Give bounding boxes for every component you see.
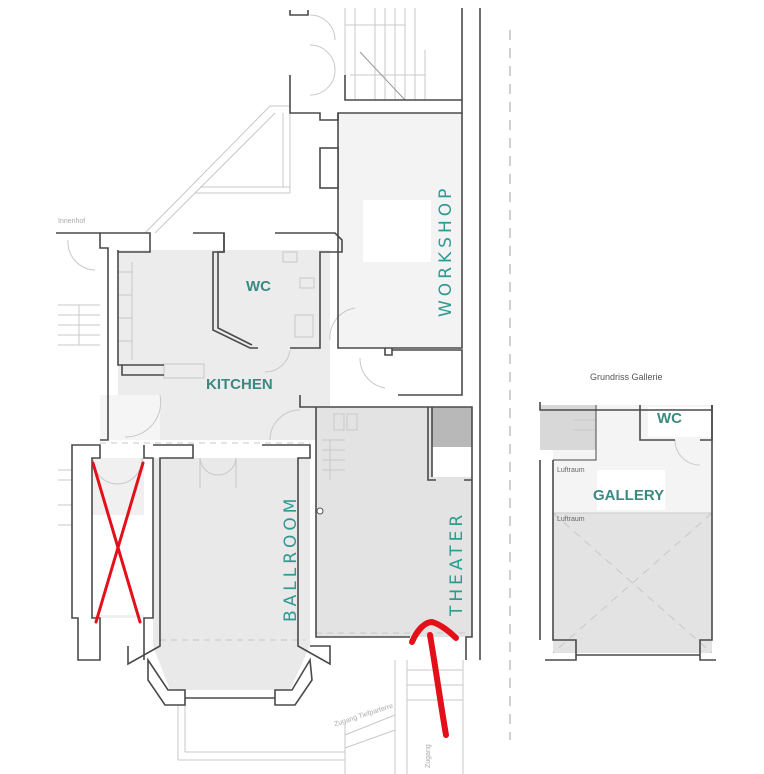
workshop-label: WORKSHOP xyxy=(436,184,456,317)
innenhof-annotation: Innenhof xyxy=(58,218,86,225)
ballroom-label: BALLROOM xyxy=(281,494,301,622)
wc-label: WC xyxy=(246,278,271,295)
walls xyxy=(56,8,716,706)
room-fills xyxy=(90,113,712,690)
wc-floor xyxy=(224,252,320,345)
luftraum-top-label: Luftraum xyxy=(557,467,585,474)
cross-line-1 xyxy=(91,461,142,624)
zugang-annotation: Zugang xyxy=(425,744,432,768)
theater-label: THEATER xyxy=(447,510,467,616)
kitchen-label: KITCHEN xyxy=(206,376,273,393)
luftraum-bottom-label: Luftraum xyxy=(557,516,585,523)
cross-line-2 xyxy=(94,461,145,624)
gallery-wc-label: WC xyxy=(657,410,682,427)
gallery-label: GALLERY xyxy=(593,487,665,504)
entrance-arrow-icon xyxy=(427,632,449,738)
ballroom-floor xyxy=(153,458,310,690)
gallery-plan-title: Grundriss Gallerie xyxy=(590,372,663,382)
red-markers xyxy=(91,461,459,738)
